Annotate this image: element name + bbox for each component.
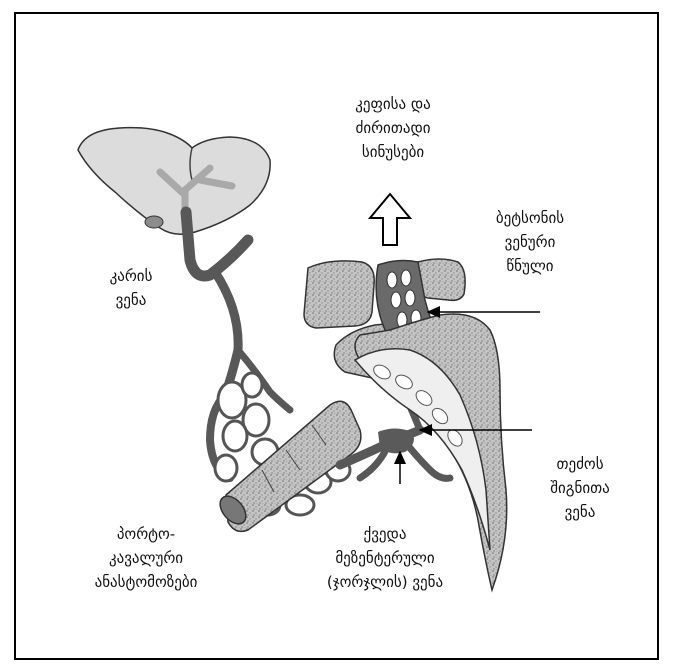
label-internal-iliac-vein: თეძოს შიგნითა ვენა (530, 452, 630, 524)
label-portocaval-anastomoses: პორტო- კავალური ანასტომოზები (76, 522, 216, 594)
label-portal-vein: კარის ვენა (96, 264, 166, 312)
label-head-sinuses: კეფისა და ძირითადი სინუსები (318, 92, 468, 164)
upward-arrow (370, 194, 410, 245)
liver (78, 128, 270, 235)
label-inferior-mesenteric-vein: ქვედა მეზენტერული (ჯორჯლის) ვენა (290, 522, 480, 594)
label-batson-plexus: ბეტსონის ვენური წნული (470, 206, 590, 278)
